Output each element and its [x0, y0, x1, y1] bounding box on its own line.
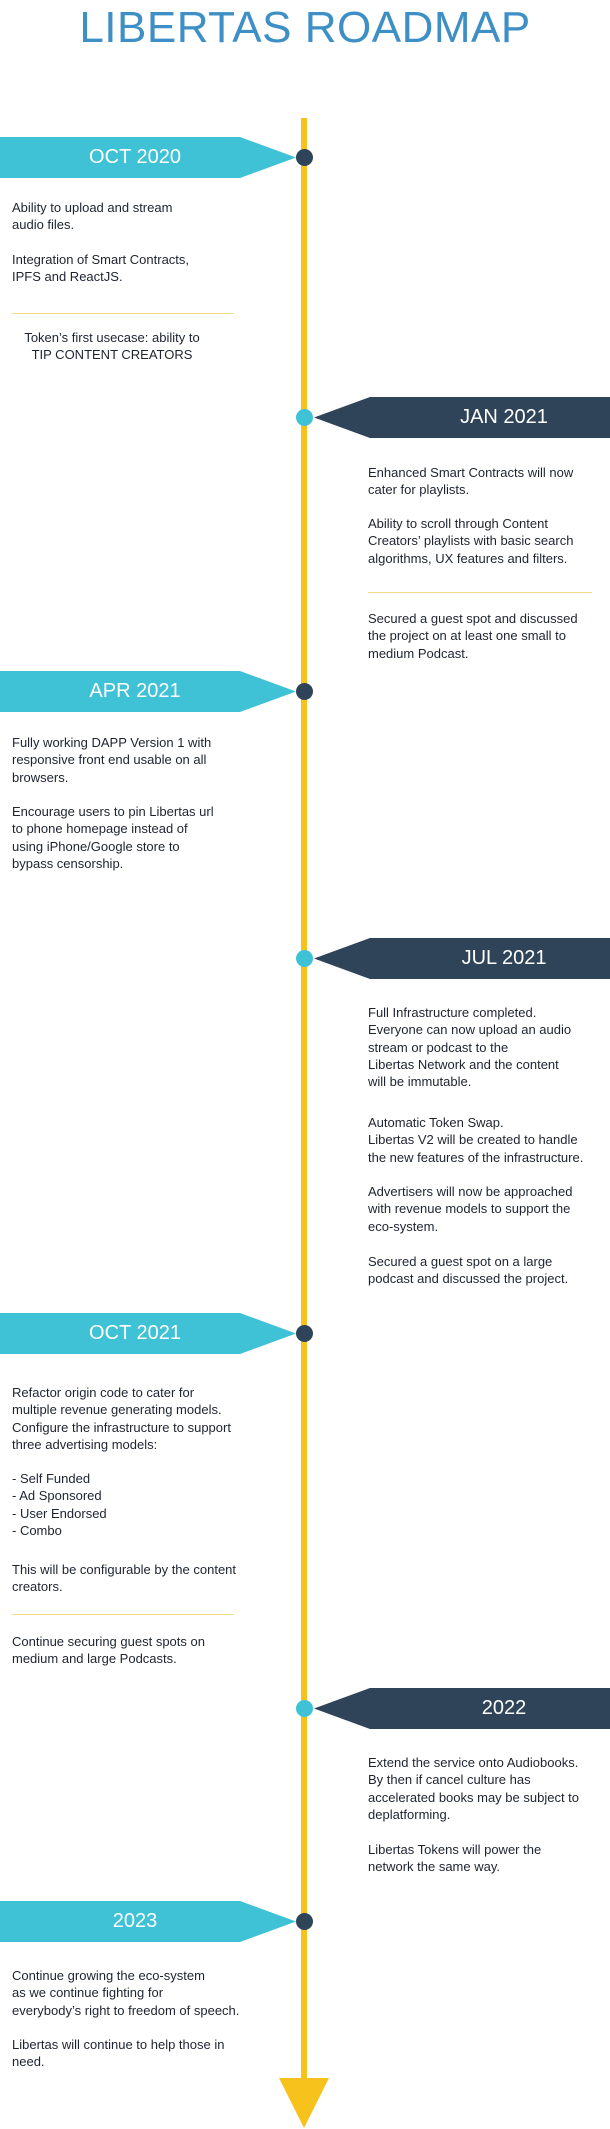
- timeline-dot: [295, 1325, 313, 1342]
- milestone-text: Enhanced Smart Contracts will now cater …: [368, 465, 574, 498]
- milestone-text: Token’s first usecase: ability to TIP CO…: [24, 330, 200, 363]
- milestone-banner-jan-2021: JAN 2021: [314, 397, 610, 438]
- milestone-text: Secured a guest spot on a large podcast …: [368, 1254, 569, 1287]
- timeline-dot: [295, 409, 313, 426]
- milestone-text: Automatic Token Swap. Libertas V2 will b…: [368, 1115, 584, 1165]
- milestone-text: Refactor origin code to cater for multip…: [12, 1385, 231, 1452]
- milestone-banner-2022: 2022: [314, 1688, 610, 1729]
- timeline-dot: [295, 1913, 313, 1930]
- milestone-text: Secured a guest spot and discussed the p…: [368, 611, 578, 661]
- milestone-banner-apr-2021: APR 2021: [0, 671, 296, 712]
- milestone-text: Ability to upload and stream audio files…: [12, 200, 173, 233]
- timeline-dot: [295, 149, 313, 166]
- milestone-text: Libertas will continue to help those in …: [12, 2037, 225, 2070]
- milestone-text: Extend the service onto Audiobooks. By t…: [368, 1755, 580, 1822]
- milestone-text: Integration of Smart Contracts, IPFS and…: [12, 252, 190, 285]
- timeline-dot: [295, 950, 313, 967]
- milestone-banner-oct-2021: OCT 2021: [0, 1313, 296, 1354]
- divider: [12, 313, 234, 314]
- milestone-banner-oct-2020: OCT 2020: [0, 137, 296, 178]
- milestone-banner-2023: 2023: [0, 1901, 296, 1942]
- milestone-text: Libertas Tokens will power the network t…: [368, 1842, 542, 1875]
- milestone-text: Ability to scroll through Content Creato…: [368, 516, 574, 566]
- milestone-text: This will be configurable by the content…: [12, 1562, 237, 1595]
- milestone-text: Full Infrastructure completed. Everyone …: [368, 1005, 572, 1090]
- page-title: LIBERTAS ROADMAP: [79, 3, 531, 52]
- milestone-text: Encourage users to pin Libertas url to p…: [12, 804, 214, 871]
- milestone-text: Continue securing guest spots on medium …: [12, 1634, 205, 1667]
- milestone-text: Fully working DAPP Version 1 with respon…: [12, 735, 212, 785]
- milestone-text: - Self Funded - Ad Sponsored - User Endo…: [12, 1471, 107, 1538]
- milestone-text: Advertisers will now be approached with …: [368, 1184, 573, 1234]
- timeline-dot: [295, 683, 313, 700]
- divider: [368, 592, 592, 593]
- milestone-text: Continue growing the eco-system as we co…: [12, 1968, 240, 2018]
- divider: [12, 1614, 234, 1615]
- timeline-dot: [295, 1700, 313, 1717]
- milestone-banner-jul-2021: JUL 2021: [314, 938, 610, 979]
- timeline-arrow-down-icon: [279, 2078, 329, 2128]
- timeline-line: [301, 118, 307, 2080]
